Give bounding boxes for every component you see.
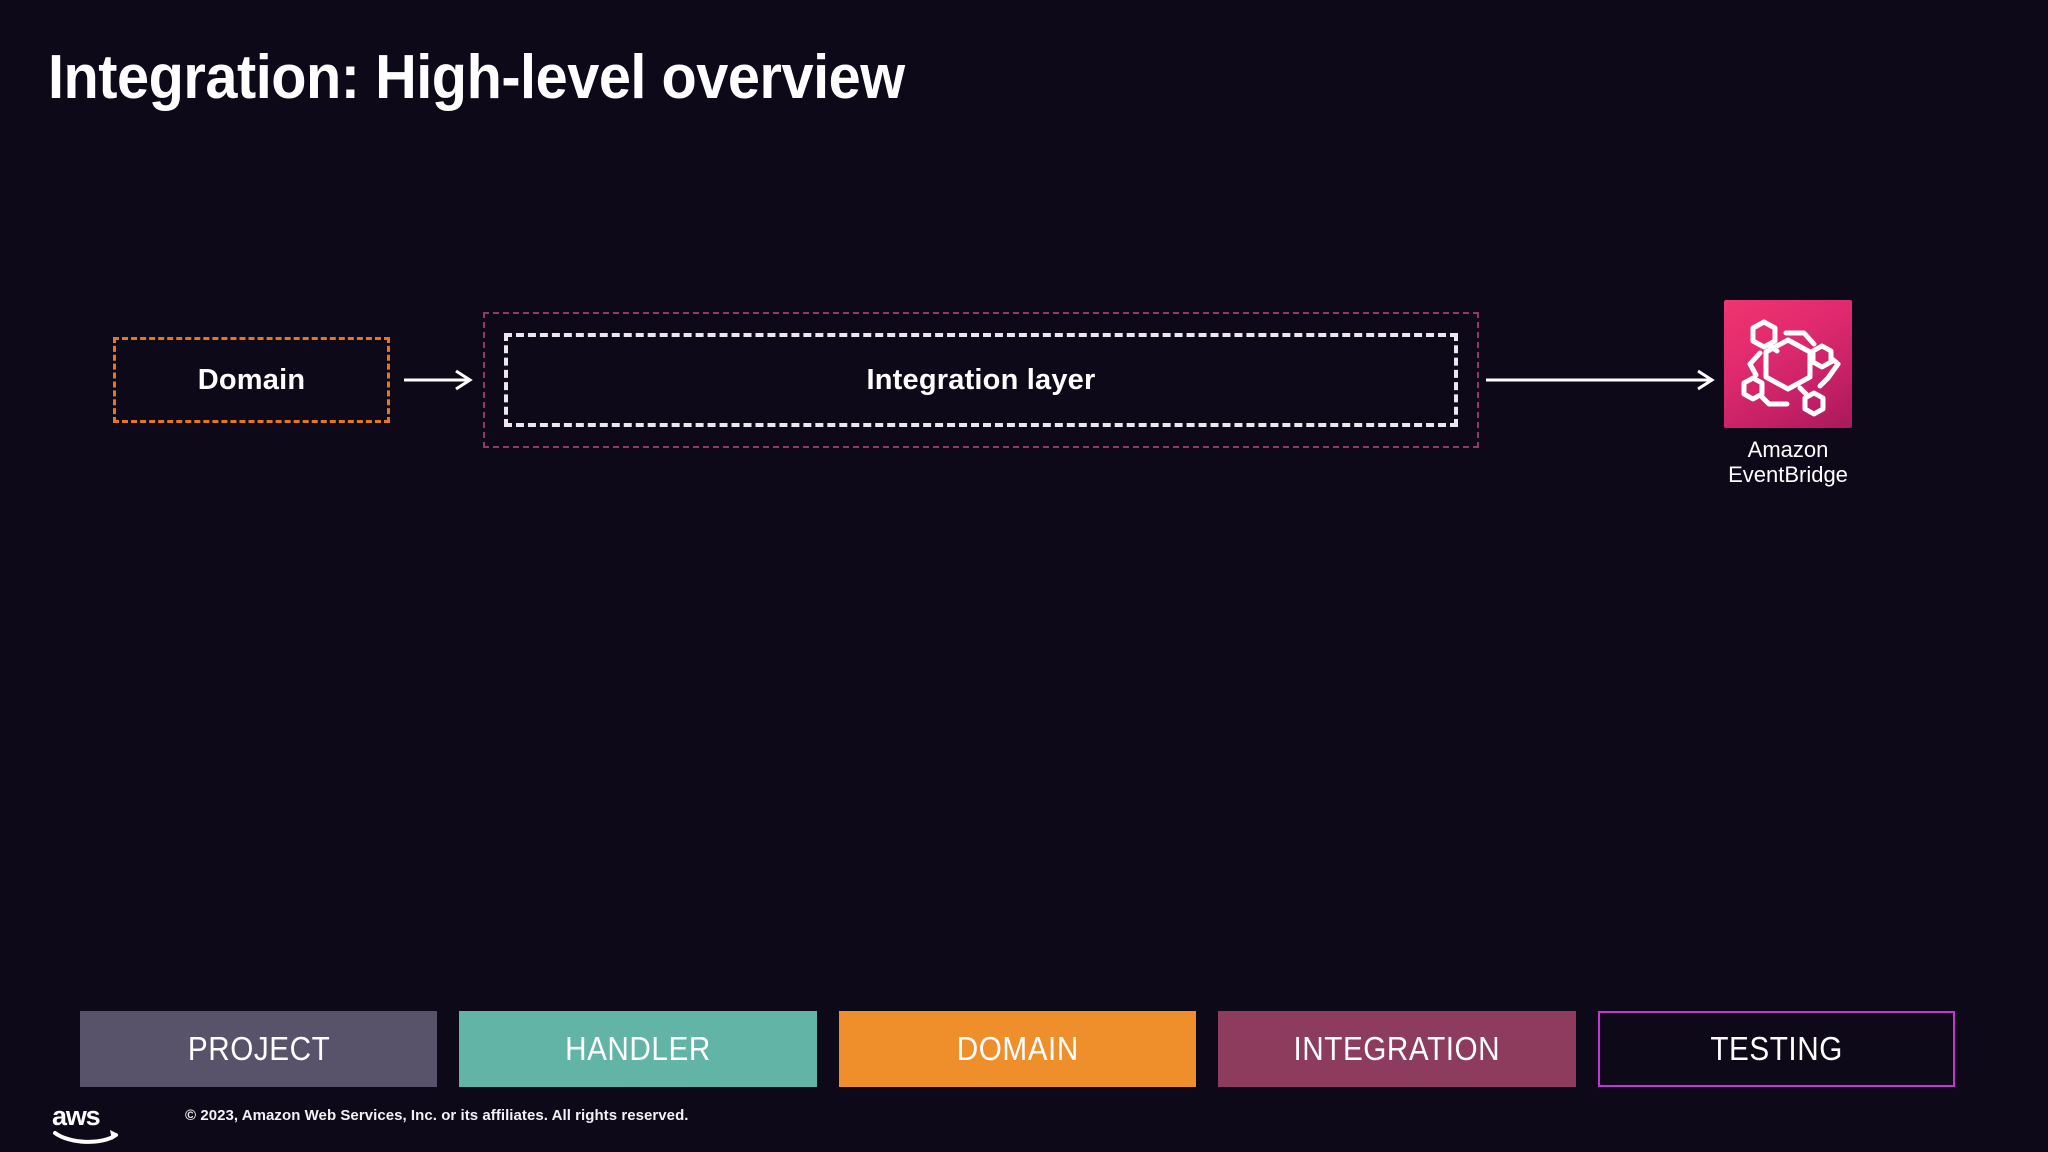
svg-text:aws: aws: [52, 1101, 100, 1131]
nav-item-project[interactable]: PROJECT: [80, 1011, 438, 1087]
nav-item-handler-label: HANDLER: [565, 1030, 711, 1067]
nav-item-testing[interactable]: TESTING: [1597, 1011, 1956, 1087]
arrow-integration-to-eventbridge: [1486, 368, 1718, 392]
integration-layer-box-label: Integration layer: [866, 363, 1096, 396]
copyright-text: © 2023, Amazon Web Services, Inc. or its…: [185, 1107, 689, 1124]
section-nav: PROJECT HANDLER DOMAIN INTEGRATION TESTI…: [80, 1011, 1956, 1087]
arrow-domain-to-integration: [404, 368, 476, 392]
page-title: Integration: High-level overview: [48, 43, 905, 112]
nav-item-project-label: PROJECT: [187, 1030, 330, 1067]
nav-item-domain-label: DOMAIN: [956, 1030, 1079, 1067]
nav-item-integration-label: INTEGRATION: [1293, 1030, 1501, 1067]
nav-item-testing-label: TESTING: [1710, 1030, 1843, 1067]
diagram-node-domain: Domain: [113, 337, 390, 423]
diagram-node-integration-layer: Integration layer: [504, 333, 1458, 427]
domain-box-label: Domain: [197, 363, 306, 396]
aws-logo-icon: aws: [52, 1100, 130, 1144]
diagram-node-integration-boundary: [483, 312, 1479, 448]
diagram-node-eventbridge: Amazon EventBridge: [1724, 300, 1852, 487]
nav-item-integration[interactable]: INTEGRATION: [1218, 1011, 1576, 1087]
amazon-eventbridge-icon: [1724, 300, 1852, 428]
nav-item-handler[interactable]: HANDLER: [459, 1011, 817, 1087]
nav-item-domain[interactable]: DOMAIN: [838, 1011, 1197, 1087]
eventbridge-label: Amazon EventBridge: [1728, 437, 1848, 487]
slide-footer: aws © 2023, Amazon Web Services, Inc. or…: [0, 1096, 2048, 1152]
